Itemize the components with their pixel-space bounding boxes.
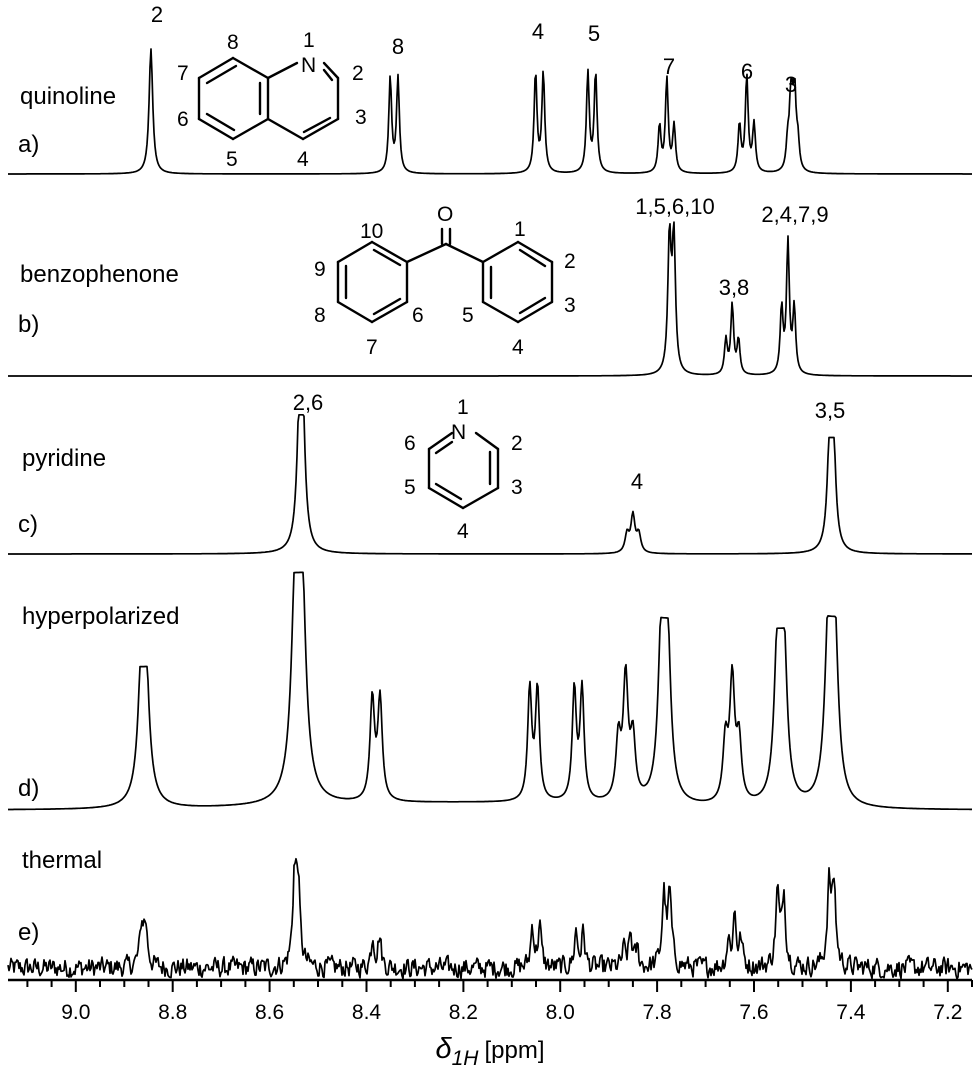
tick-label-10: 7.2 [933,1001,962,1024]
peak-label-b-2: 3,8 [719,275,750,300]
tick-label-2: 8.8 [158,1001,187,1024]
tick-label-1: 9.0 [61,1001,90,1024]
pyridine-atom-2: 2 [511,432,523,455]
pyridine-atom-3: 3 [511,476,523,499]
peak-label-c-2: 4 [631,469,643,494]
panel-c-name: pyridine [22,445,106,472]
tick-label-7: 7.8 [642,1001,671,1024]
x-axis-title: δ1H[ppm] [435,1033,544,1070]
peak-label-b-3: 2,4,7,9 [761,202,828,227]
x-axis: 9.0 8.8 8.6 8.4 8.2 8.0 7.8 7.6 7.4 7.2 δ1H[ppm] [8,978,973,1070]
peak-label-c-1: 2,6 [293,390,324,415]
pyridine-atom-4: 4 [457,520,469,543]
benzophenone-atom-5: 5 [462,304,474,327]
benzophenone-atom-8: 8 [314,304,326,327]
quinoline-bonds [197,56,340,141]
quinoline-heteroatom-N: N [301,54,316,77]
panel-a-letter: a) [18,131,39,158]
peak-label-a-5: 7 [663,54,675,79]
panel-e-letter: e) [18,919,39,946]
spectrum-line-a [8,48,972,175]
tick-label-3: 8.6 [255,1001,284,1024]
peak-label-a-3: 4 [532,19,544,44]
quinoline-atom-8: 8 [227,31,239,54]
panel-labels: quinoline a) benzophenone b) pyridine c)… [18,83,179,946]
quinoline-atom-6: 6 [177,108,189,131]
peak-label-a-2: 8 [392,34,404,59]
benzophenone-atom-1: 1 [514,218,526,241]
x-axis-ticks [26,980,973,992]
spectrum-line-b [8,221,972,377]
peak-label-a-6: 6 [741,59,753,84]
quinoline-atom-3: 3 [355,106,367,129]
quinoline-atom-5: 5 [226,148,238,171]
benzophenone-atom-10: 10 [360,220,383,243]
benzophenone-atom-2: 2 [564,250,576,273]
pyridine-bonds [427,431,500,510]
pyridine-structure: N 1 2 3 4 5 6 [404,396,523,543]
peak-label-a-4: 5 [588,21,600,46]
pyridine-heteroatom-N: N [451,421,466,444]
spectra-layer [7,48,973,980]
panel-c-letter: c) [18,511,38,538]
x-axis-unit: [ppm] [484,1037,544,1064]
quinoline-atom-2: 2 [352,62,364,85]
tick-label-4: 8.4 [352,1001,382,1024]
spectrum-line-e [7,857,973,980]
pyridine-atom-6: 6 [404,432,416,455]
tick-label-9: 7.4 [836,1001,866,1024]
x-axis-tick-labels: 9.0 8.8 8.6 8.4 8.2 8.0 7.8 7.6 7.4 7.2 [61,1001,962,1024]
spectrum-line-c [8,413,972,555]
peak-label-c-3: 3,5 [815,398,846,423]
panel-a-name: quinoline [20,83,116,110]
quinoline-atom-1: 1 [303,29,315,52]
x-axis-symbol: δ [435,1033,452,1065]
peak-label-a-7: 3 [785,72,797,97]
pyridine-atom-1: 1 [457,396,469,419]
benzophenone-atom-7: 7 [366,336,378,359]
benzophenone-bonds [336,227,554,324]
benzophenone-atom-4: 4 [512,336,524,359]
benzophenone-atom-3: 3 [564,294,576,317]
panel-d-letter: d) [18,775,39,802]
peak-labels-layer: 2 8 4 5 7 6 3 1,5,6,10 3,8 2,4,7,9 2,6 4 3,5 [151,2,845,494]
quinoline-atom-4: 4 [297,148,309,171]
spectrum-line-d [8,571,972,811]
quinoline-atom-7: 7 [177,62,189,85]
benzophenone-atom-9: 9 [314,258,326,281]
tick-label-5: 8.2 [449,1001,478,1024]
benzophenone-heteroatom-O: O [437,203,453,226]
tick-label-6: 8.0 [546,1001,575,1024]
panel-b-name: benzophenone [20,261,179,288]
peak-label-a-1: 2 [151,2,163,27]
pyridine-atom-5: 5 [404,476,416,499]
tick-label-8: 7.6 [739,1001,768,1024]
panel-e-name: thermal [22,847,102,874]
peak-label-b-1: 1,5,6,10 [635,194,715,219]
quinoline-structure: N 1 2 3 4 5 6 7 8 [177,29,367,171]
x-axis-subscript: 1H [452,1047,480,1070]
benzophenone-structure: O 1 2 3 4 5 6 7 8 9 10 [314,203,576,359]
panel-b-letter: b) [18,311,39,338]
panel-d-name: hyperpolarized [22,603,179,630]
benzophenone-atom-6: 6 [412,304,424,327]
